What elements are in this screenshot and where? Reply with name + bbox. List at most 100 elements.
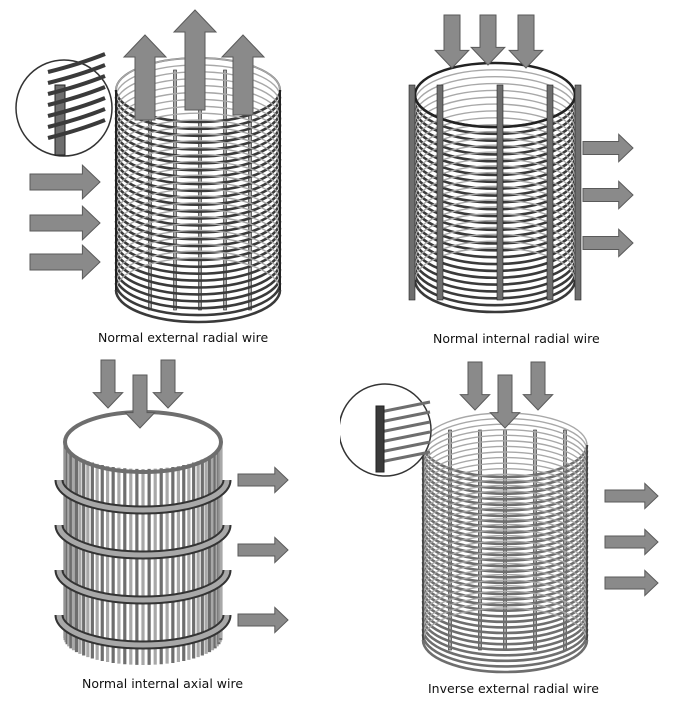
wire-ring (413, 170, 577, 204)
arrow-icon (29, 244, 101, 280)
wire-ring (114, 220, 282, 255)
wire-ring (413, 259, 577, 293)
wire-ring (413, 122, 577, 156)
arrow-icon (522, 361, 554, 411)
wire-ring-back (422, 596, 588, 629)
wire-ring (413, 245, 577, 280)
support-rod (533, 429, 537, 651)
wire-detail (47, 85, 106, 107)
wire-ring-back (115, 250, 281, 284)
wire-ring (413, 238, 577, 273)
support-rod (408, 84, 416, 301)
wire-ring (421, 461, 589, 495)
panel-inverse-external-radial: Inverse external radial wire (340, 350, 685, 714)
wire-detail (47, 74, 106, 96)
wire-ring (421, 489, 589, 523)
wire-ring-back (422, 440, 588, 473)
wire-ring (421, 612, 589, 646)
wire-ring-back (414, 192, 576, 226)
support-ring-highlight (56, 524, 230, 558)
wire-ring (114, 262, 282, 296)
support-ring-highlight (56, 569, 230, 603)
wire-ring (114, 207, 282, 241)
wire-ring-back (422, 445, 588, 479)
wire-ring (114, 103, 282, 138)
wire-ring-back (422, 501, 588, 535)
wire-detail (47, 63, 106, 85)
wire-ring (421, 628, 589, 663)
caption: Normal internal radial wire (433, 331, 600, 346)
wire-ring (421, 483, 589, 518)
wire-ring (421, 472, 589, 507)
wire-ring-back (422, 607, 588, 641)
wire-ring (413, 252, 577, 286)
wire-ring-back (422, 512, 588, 546)
wire-ring (421, 550, 589, 585)
arrow-icon (220, 34, 266, 116)
wire-ring (114, 186, 282, 220)
wire-ring-back (115, 257, 281, 291)
wire-ring (413, 231, 577, 266)
wire-ring (421, 634, 589, 668)
wire-ring-back (414, 137, 576, 171)
wire-ring (114, 138, 282, 172)
wire-ring-back (115, 215, 281, 249)
wire-ring (114, 283, 282, 317)
wire-ring (114, 124, 282, 158)
wire-ring-back (422, 546, 588, 579)
wire-ring-back (414, 96, 576, 130)
arrow-icon (172, 9, 218, 111)
support-ring-highlight (56, 614, 230, 648)
arrow-icon (237, 466, 289, 494)
support-rod (496, 84, 504, 301)
arrow-icon (604, 569, 659, 597)
wire-ring-back (115, 202, 281, 235)
wire-ring (114, 255, 282, 289)
wire-ring (421, 567, 589, 601)
wire-ring (114, 172, 282, 207)
wire-ring (114, 158, 282, 193)
wire-ring (413, 177, 577, 211)
wire-ring-back (414, 240, 576, 274)
arrow-icon (604, 528, 659, 556)
wire-ring-back (422, 540, 588, 574)
wire-ring (421, 606, 589, 640)
wire-ring-back (414, 69, 576, 102)
wire-ring (413, 156, 577, 190)
wire-ring-back (115, 181, 281, 215)
wire-ring-back (414, 199, 576, 233)
wire-ring (413, 101, 577, 136)
wire-ring (114, 110, 282, 144)
cylinder-illustration (54, 359, 289, 665)
wire-ring-back (414, 82, 576, 116)
wire-detail (47, 107, 106, 129)
wire-ring-back (414, 158, 576, 191)
wire-ring-back (422, 495, 588, 529)
wire-ring-back (414, 165, 576, 198)
wire-ring (114, 165, 282, 200)
wire-ring (421, 623, 589, 657)
wire-ring (114, 269, 282, 303)
caption: Normal internal axial wire (82, 676, 244, 691)
zoom-detail-circle (340, 383, 432, 477)
wire-ring (114, 276, 282, 310)
arrow-icon (124, 374, 156, 429)
wire-ring-back (422, 518, 588, 551)
wire-ring (114, 200, 282, 234)
wire-ring (421, 584, 589, 618)
wire-ring (413, 197, 577, 232)
flow-arrows (92, 359, 289, 634)
wire-ring (114, 179, 282, 213)
wire-ring-back (115, 119, 281, 153)
cylinder-normal-internal-axial (54, 410, 232, 665)
wire-ring-back (422, 579, 588, 613)
wire-detail (47, 96, 106, 118)
wire-detail (379, 440, 431, 454)
wire-ring (114, 152, 282, 186)
wire-ring-back (115, 112, 281, 146)
wire-ring-back (422, 551, 588, 585)
wire-detail (379, 430, 431, 444)
panel-normal-external-radial: Normal external radial wire (0, 0, 340, 350)
wire-ring (421, 578, 589, 612)
arrow-icon (508, 14, 544, 69)
